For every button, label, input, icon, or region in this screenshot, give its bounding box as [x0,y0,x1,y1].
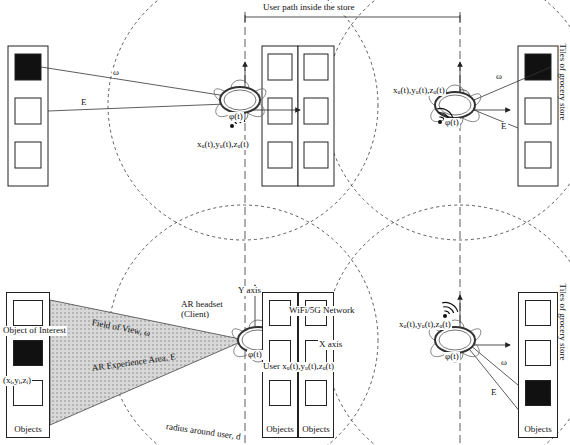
shelf-label: Objects [7,425,49,435]
radius-label: radius around user, d [164,422,242,443]
heading-angle: φ(t) [228,112,244,122]
coordinate-label: (xᵢ,yᵢ,zᵢ) [2,376,32,386]
side-label: Tiles of grocery store [557,44,567,121]
headset-label: AR headset (Client) [180,300,242,320]
object-of-interest-square [13,340,43,366]
object-label: Object of Interest [2,326,67,336]
fov-symbol: ω [495,72,503,82]
path-label: User path inside the store [262,3,355,13]
axis-label: Y axis [237,286,262,296]
axis-label: X axis [318,340,343,350]
network-label: WiFi/5G Network [288,306,355,316]
product-square [305,380,327,406]
shelf-box: Objects [518,292,558,438]
position-label: xᵤ(t),yᵤ(t),zᵤ(t) [398,320,452,330]
heading-angle: φ(t) [444,118,460,128]
heading-angle: φ(t) [444,352,460,362]
product-square [525,300,551,326]
area-symbol: E [500,122,508,132]
side-label: Tiles of grocery store [557,284,567,361]
area-symbol: E [80,98,88,108]
product-square [269,380,291,406]
object-of-interest-square [525,380,551,406]
fov-symbol: ω [500,358,508,368]
product-square [525,340,551,366]
shelf-box: Objects [6,292,50,438]
shelf-label: Objects [263,425,297,435]
area-symbol: E [490,388,498,398]
user-label: User xᵤ(t),yᵤ(t),zᵤ(t) [262,362,344,372]
shelf-label: Objects [519,425,557,435]
shelf-label: Objects [299,425,333,435]
position-label: xᵤ(t),yᵤ(t),zᵤ(t) [392,86,446,96]
heading-angle: φ(t) [247,350,263,360]
product-square [13,300,43,326]
position-label: xᵤ(t),yᵤ(t),zᵤ(t) [196,140,250,150]
fov-symbol: ω [112,68,120,78]
